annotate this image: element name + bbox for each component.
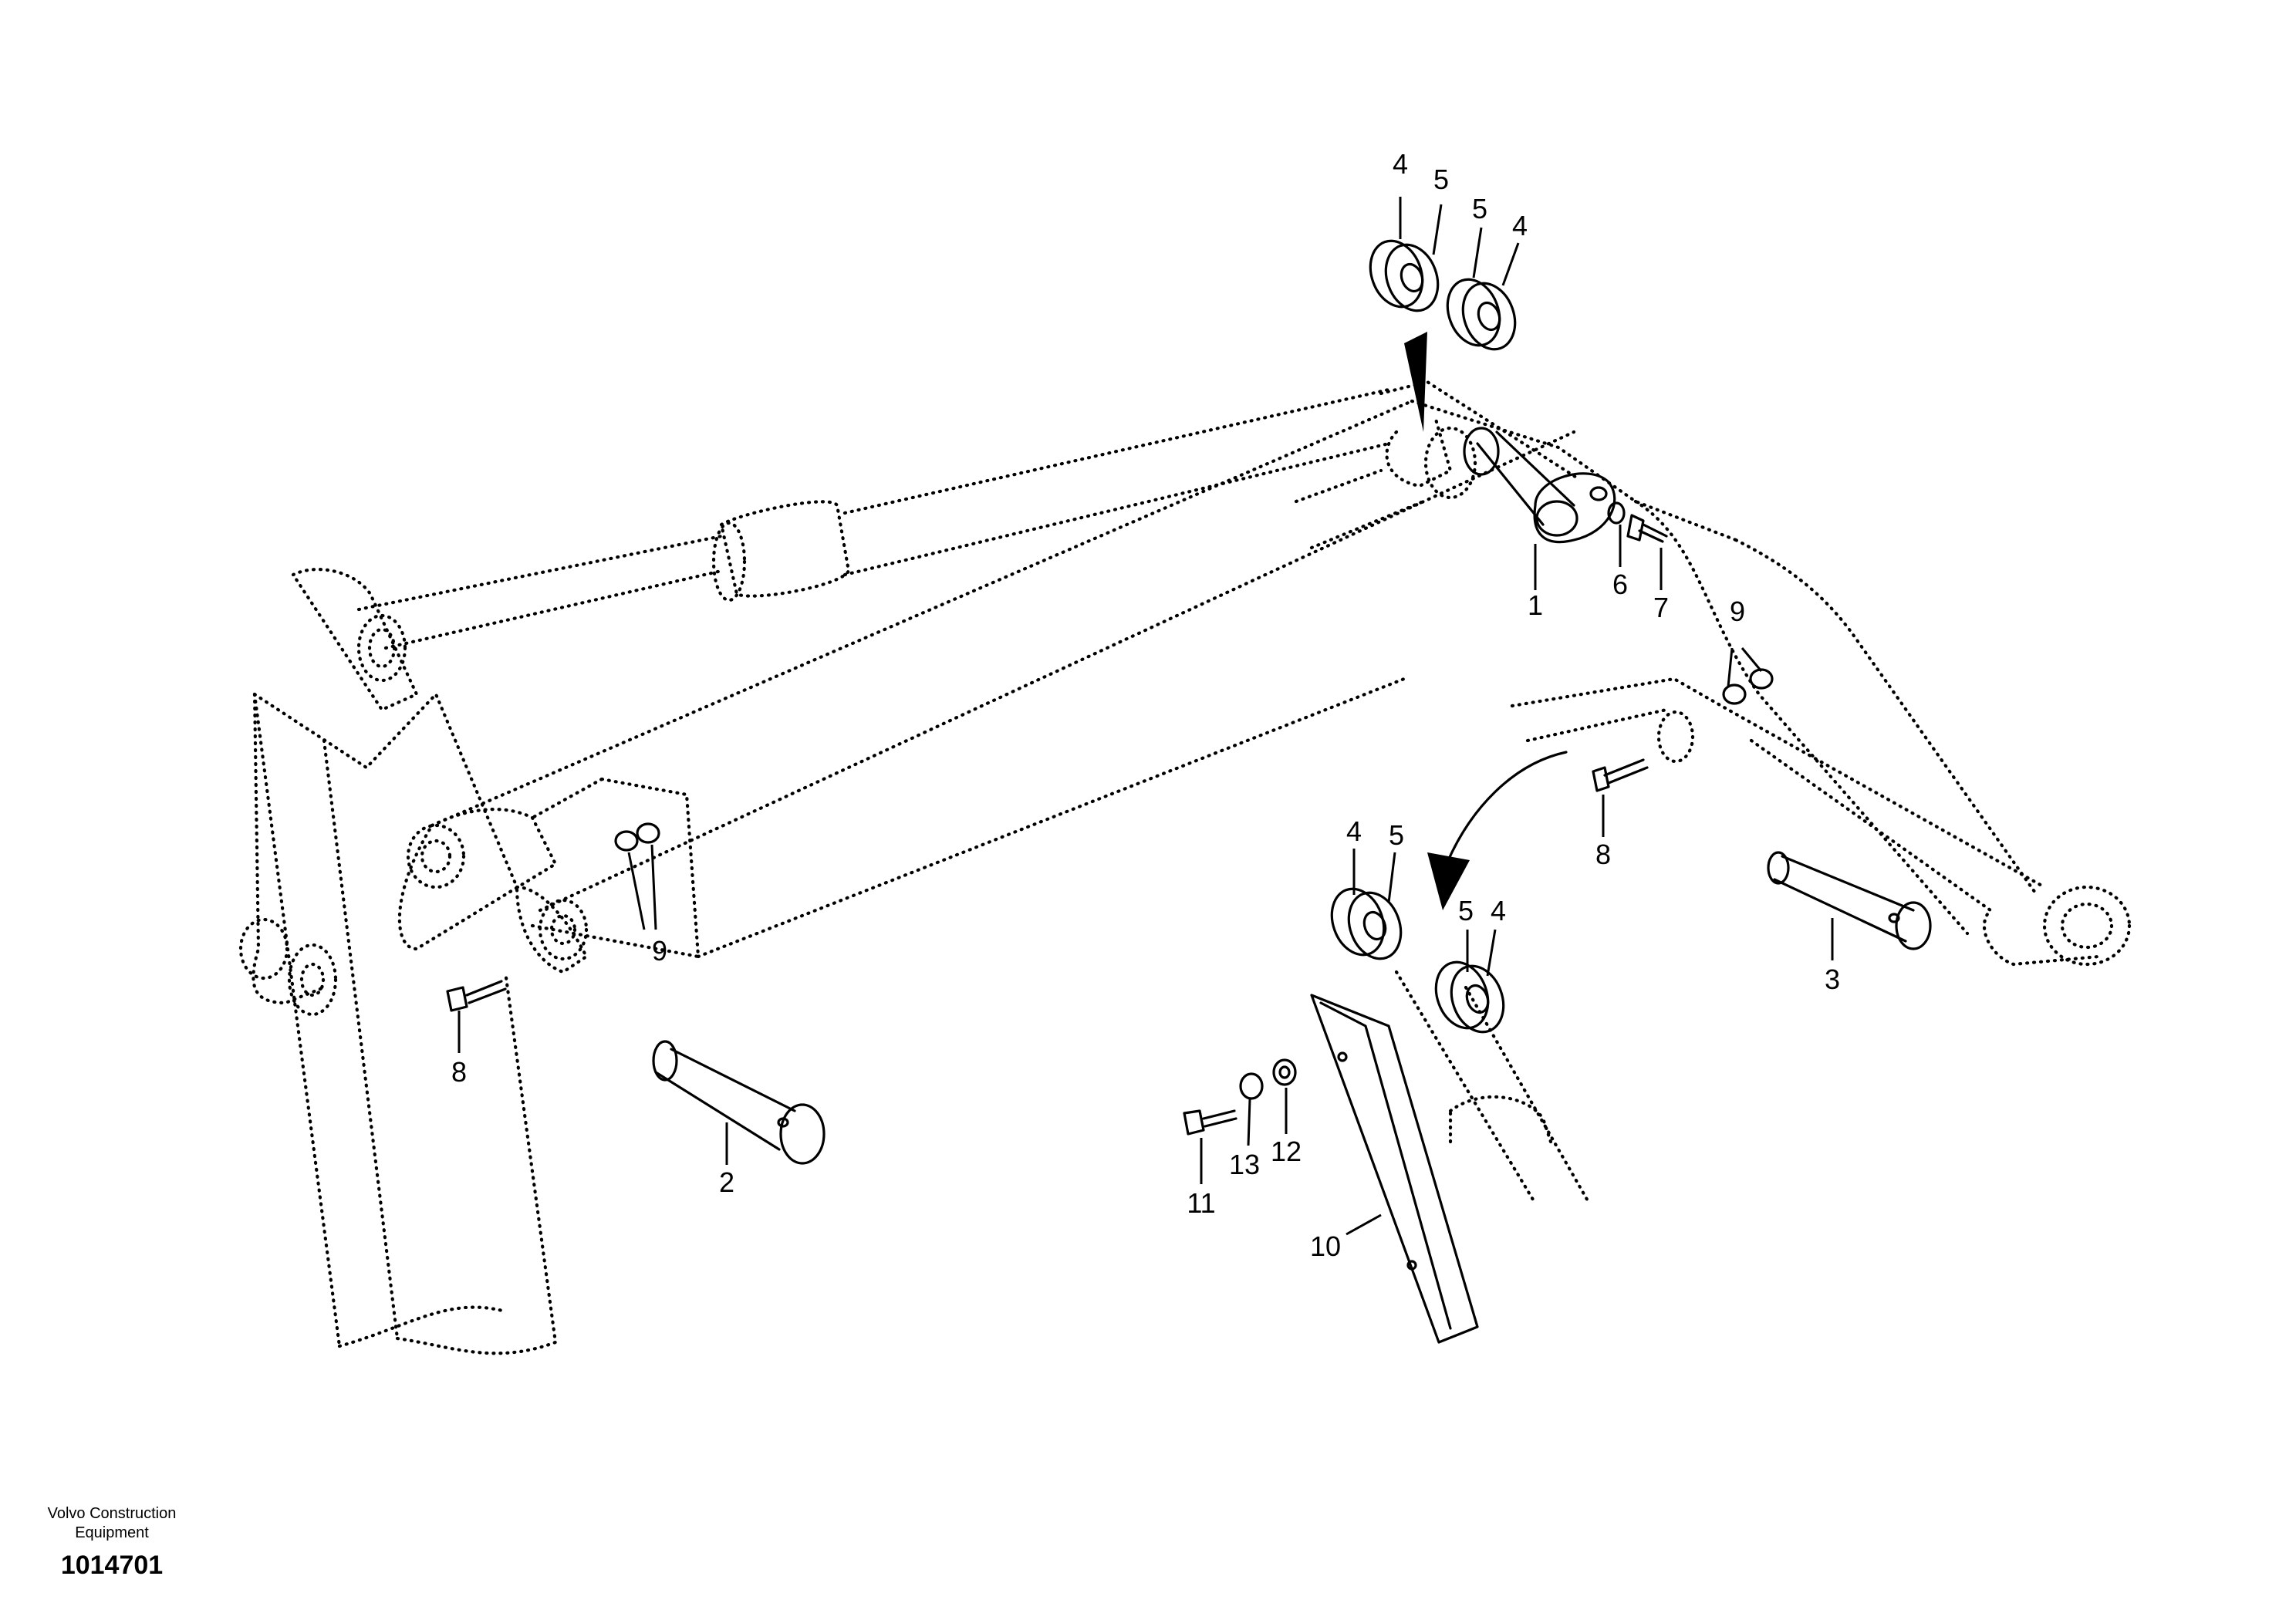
drawing-number: 1014701 [60, 1551, 164, 1580]
callout-12: 12 [1271, 1136, 1302, 1167]
callout-5: 5 [1472, 193, 1487, 224]
callout-6: 6 [1612, 569, 1628, 600]
small-hardware [446, 501, 1774, 1136]
callout-2: 2 [719, 1166, 734, 1198]
callout-13: 13 [1229, 1149, 1260, 1180]
leader-lines [458, 197, 1834, 1236]
spacer-washers-4-5 [1330, 239, 1517, 1034]
callout-5: 5 [1389, 819, 1404, 851]
callout-4: 4 [1346, 815, 1362, 847]
part-3-pin [1767, 851, 1932, 950]
callout-11: 11 [1187, 1187, 1215, 1219]
callout-4: 4 [1512, 210, 1528, 241]
callout-10: 10 [1310, 1230, 1341, 1262]
callout-5: 5 [1433, 164, 1449, 195]
callout-4: 4 [1393, 148, 1408, 180]
callout-9: 9 [652, 935, 667, 967]
callout-1: 1 [1528, 589, 1543, 621]
callout-3: 3 [1825, 964, 1840, 995]
callout-9: 9 [1730, 596, 1745, 627]
callout-5: 5 [1458, 895, 1474, 926]
publisher-credit: Volvo Construction Equipment [31, 1504, 193, 1543]
callout-4: 4 [1491, 895, 1506, 926]
callout-labels: 4 5 5 4 1 6 7 9 8 3 9 8 2 4 5 5 4 10 11 … [451, 148, 1840, 1262]
credit-line-1: Volvo Construction [47, 1505, 177, 1522]
credit-line-2: Equipment [75, 1524, 149, 1541]
part-1-pin [1463, 427, 1616, 544]
part-2-pin [652, 1040, 826, 1165]
direction-arrows [1404, 332, 1568, 910]
callout-8: 8 [451, 1056, 467, 1088]
part-10-bracket [1310, 994, 1479, 1344]
excavator-outline [238, 380, 2132, 1355]
callout-8: 8 [1595, 839, 1611, 870]
callout-7: 7 [1653, 592, 1669, 623]
